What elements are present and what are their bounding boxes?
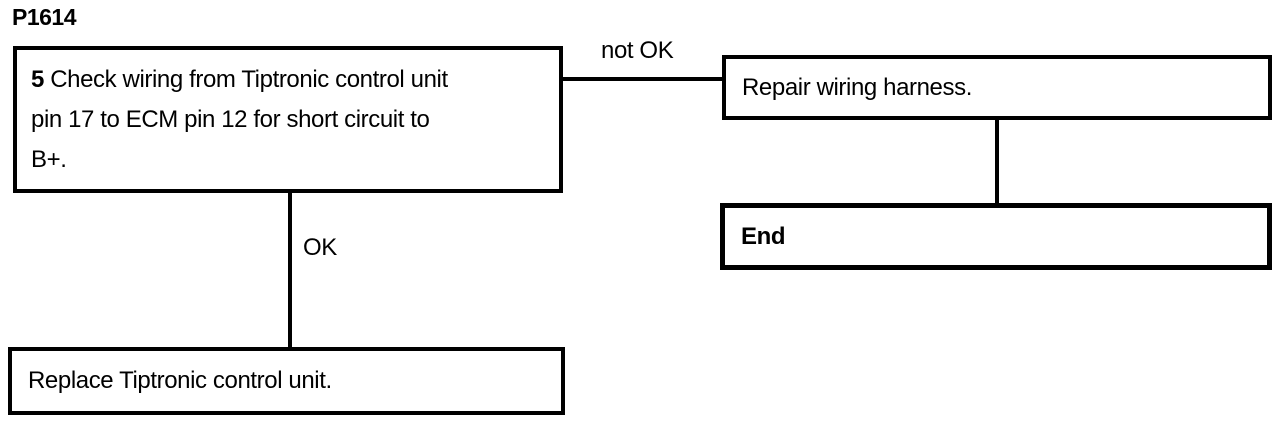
edge-label-ok: OK	[303, 234, 337, 261]
edge-label-not-ok: not OK	[601, 37, 674, 64]
step-text-line-1-rest: Check wiring from Tiptronic control unit	[50, 66, 448, 93]
connector-ok-vertical	[288, 190, 292, 350]
flowchart-node-replace-control-unit: Replace Tiptronic control unit.	[8, 347, 565, 415]
step-text-line-2: pin 17 to ECM pin 12 for short circuit t…	[31, 106, 430, 133]
end-node-label: End	[741, 222, 786, 250]
connector-not-ok-horizontal	[561, 77, 724, 81]
flowchart-node-repair-harness: Repair wiring harness.	[722, 55, 1272, 120]
step-text-line-3: B+.	[31, 146, 67, 173]
step-text-line-1: 5 Check wiring from Tiptronic control un…	[31, 60, 545, 100]
dtc-code-heading: P1614	[12, 4, 77, 30]
flowchart-node-step-check-wiring: 5 Check wiring from Tiptronic control un…	[13, 46, 563, 193]
flowchart-node-end: End	[720, 203, 1272, 270]
step-number: 5	[31, 66, 44, 93]
replace-node-label: Replace Tiptronic control unit.	[28, 367, 332, 394]
repair-node-label: Repair wiring harness.	[742, 73, 972, 101]
connector-repair-to-end-vertical	[995, 118, 999, 206]
